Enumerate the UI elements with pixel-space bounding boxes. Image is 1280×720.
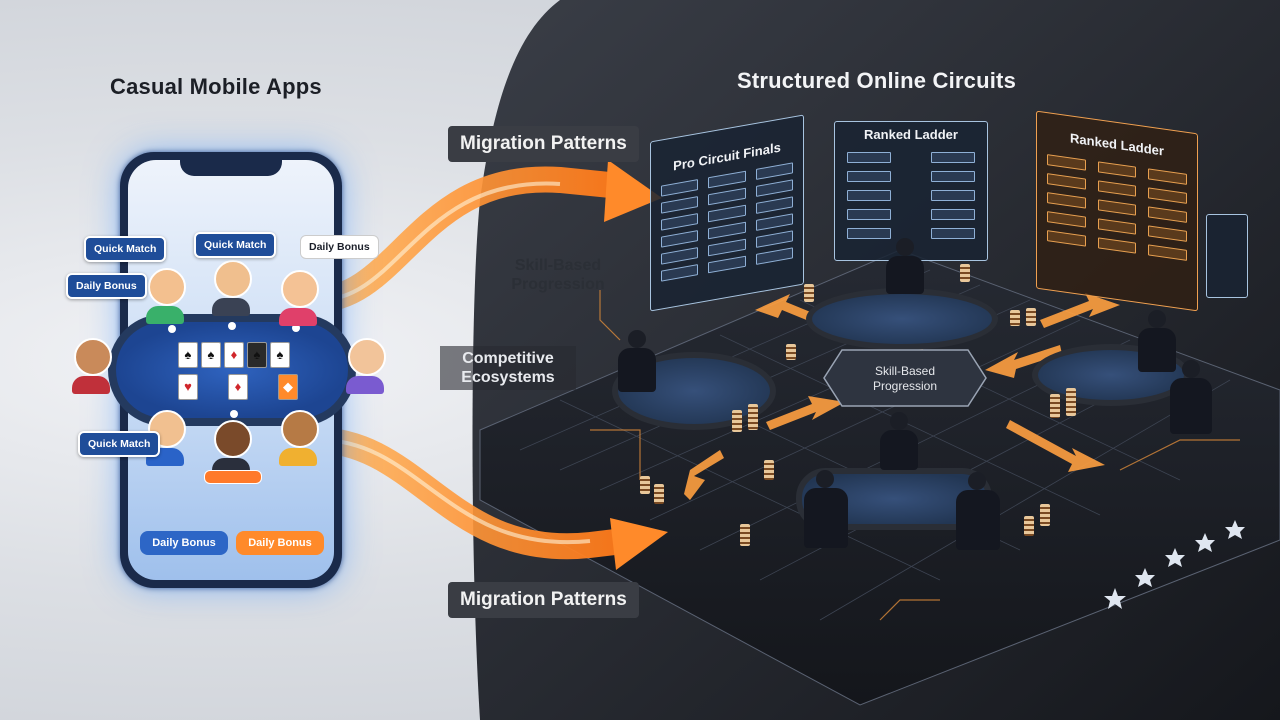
ranked-ladder-title: Ranked Ladder: [864, 127, 958, 142]
chip-stack: [786, 344, 796, 360]
hub-line-2: Progression: [872, 379, 938, 393]
daily-bonus-button[interactable]: Daily Bonus: [140, 531, 228, 555]
daily-bonus-button-orange[interactable]: Daily Bonus: [236, 531, 324, 555]
progression-hub: [823, 349, 987, 407]
ranked-ladder-board-center: Ranked Ladder: [834, 121, 988, 261]
chip-stack: [748, 404, 758, 430]
ranked-ladder-board-right: Ranked Ladder: [1036, 110, 1198, 312]
player-silhouette: [956, 472, 1000, 550]
player-silhouette: [1170, 360, 1212, 434]
player-avatar: [72, 338, 112, 394]
left-title: Casual Mobile Apps: [110, 74, 322, 99]
seat-marker: [292, 324, 300, 332]
player-avatar: [146, 268, 186, 324]
hub-line-1: Skill-Based: [874, 364, 936, 378]
chip-stack: [1026, 308, 1036, 326]
daily-bonus-pill[interactable]: Daily Bonus: [300, 235, 379, 259]
migration-label-top: Migration Patterns: [448, 126, 639, 162]
seat-marker: [228, 322, 236, 330]
player-avatar: [279, 270, 319, 326]
skill-line-2: Progression: [511, 276, 605, 293]
quick-match-pill[interactable]: Quick Match: [84, 236, 167, 262]
seat-marker: [230, 410, 238, 418]
phone-notch: [180, 152, 282, 176]
card: ♠: [201, 342, 221, 368]
chip-stack: [764, 460, 774, 480]
player-silhouette: [618, 330, 656, 392]
card: ♠: [178, 342, 198, 368]
card: ◆: [278, 374, 298, 400]
chip-stack: [1010, 310, 1020, 326]
quick-match-pill[interactable]: Quick Match: [78, 431, 161, 457]
community-cards-row1: ♠ ♠ ♦ ♠ ♠: [178, 342, 290, 368]
player-avatar: [212, 420, 252, 476]
competitive-ecosystems-label: Competitive Ecosystems: [440, 346, 576, 390]
pro-circuit-board: Pro Circuit Finals: [650, 114, 804, 312]
hub-label: Skill-Based Progression: [842, 364, 968, 394]
card: ♦: [228, 374, 248, 400]
player-avatar: [212, 260, 252, 316]
chip-stack: [1066, 388, 1076, 416]
chip-stack: [740, 524, 750, 546]
poker-table-top: [806, 288, 998, 350]
chip-stack: [654, 484, 664, 504]
player-silhouette: [886, 238, 924, 294]
chip-stack: [960, 264, 970, 282]
community-cards-row2: ♥ ♦ ◆: [178, 374, 298, 400]
chip-stack: [1050, 394, 1060, 418]
card: ♠: [247, 342, 267, 368]
migration-label-bottom: Migration Patterns: [448, 582, 639, 618]
chip-stack: [1040, 504, 1050, 526]
player-silhouette: [1138, 310, 1176, 372]
chip-stack: [640, 476, 650, 494]
chip-stack: [1024, 516, 1034, 536]
mobile-poker-table: [108, 314, 356, 426]
chip-badge: [204, 470, 262, 484]
seat-marker: [168, 325, 176, 333]
card: ♠: [270, 342, 290, 368]
player-avatar: [346, 338, 386, 394]
chip-stack: [732, 410, 742, 432]
skill-line-1: Skill-Based: [514, 257, 602, 274]
side-bracket-board: [1206, 214, 1248, 298]
comp-line-1: Competitive: [462, 350, 554, 367]
player-silhouette: [804, 470, 848, 548]
card: ♦: [224, 342, 244, 368]
player-avatar: [279, 410, 319, 466]
quick-match-pill[interactable]: Quick Match: [194, 232, 277, 258]
daily-bonus-pill[interactable]: Daily Bonus: [66, 273, 147, 299]
player-silhouette: [880, 412, 918, 470]
skill-progression-label: Skill-Based Progression: [498, 256, 618, 294]
card: ♥: [178, 374, 198, 400]
comp-line-2: Ecosystems: [461, 369, 555, 386]
chip-stack: [804, 284, 814, 302]
right-title: Structured Online Circuits: [737, 68, 1017, 93]
